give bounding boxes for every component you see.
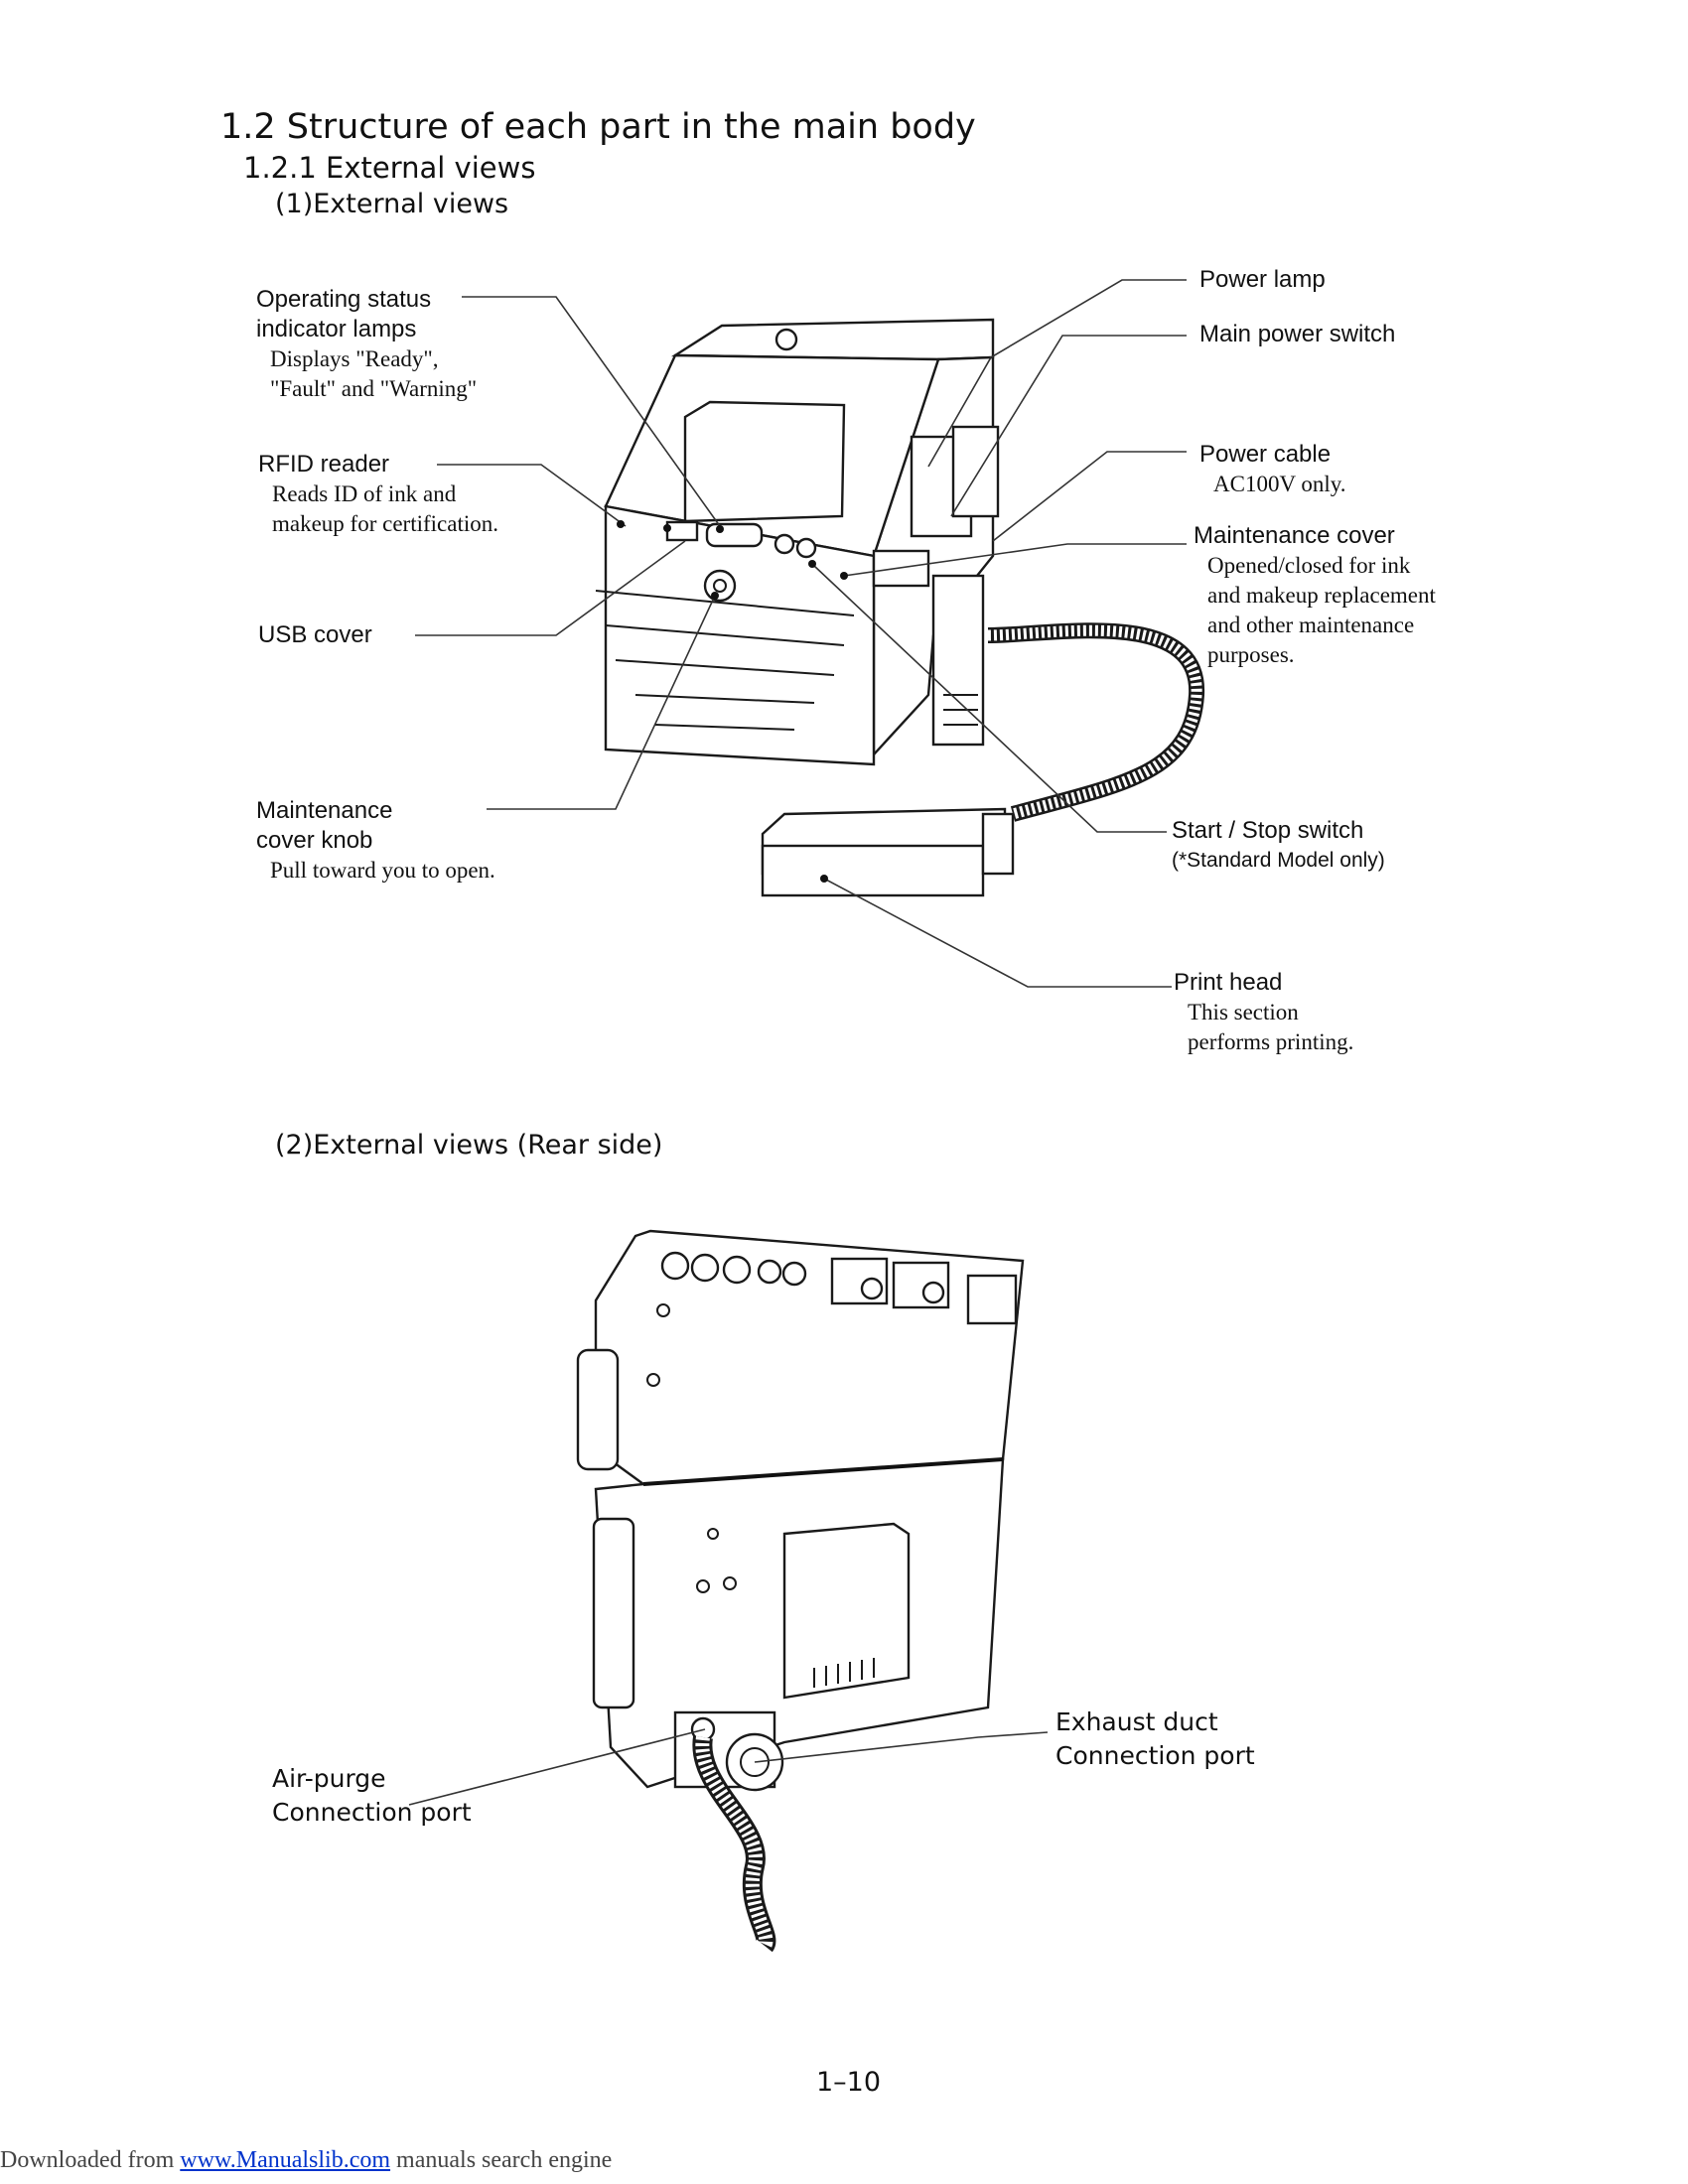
label-print-head: Print head This section performs printin… xyxy=(1174,968,1353,1057)
label-main-power-switch: Main power switch xyxy=(1199,320,1395,349)
label-air-purge-line-1: Air-purge xyxy=(272,1764,386,1793)
footer-suffix: manuals search engine xyxy=(390,2147,613,2173)
label-operating-status-desc-2: "Fault" and "Warning" xyxy=(270,376,478,401)
label-rfid-reader: RFID reader Reads ID of ink and makeup f… xyxy=(258,450,498,539)
printer-rear-drawing xyxy=(576,1229,1025,1953)
label-operating-status-title-2: indicator lamps xyxy=(256,316,417,342)
page-number: 1–10 xyxy=(816,2067,882,2098)
label-power-cable-desc: AC100V only. xyxy=(1213,472,1346,496)
label-start-stop-switch: Start / Stop switch (*Standard Model onl… xyxy=(1172,816,1385,876)
label-power-lamp-title: Power lamp xyxy=(1199,266,1326,293)
label-rfid-desc-1: Reads ID of ink and xyxy=(272,481,457,506)
label-maintenance-cover: Maintenance cover Opened/closed for ink … xyxy=(1194,521,1436,670)
label-usb-cover: USB cover xyxy=(258,620,372,650)
label-start-stop-desc: (*Standard Model only) xyxy=(1172,849,1385,872)
subsection-title: 1.2.1 External views xyxy=(243,151,536,185)
section-title: 1.2 Structure of each part in the main b… xyxy=(220,107,976,147)
footer-prefix: Downloaded from xyxy=(0,2147,181,2173)
label-print-head-title: Print head xyxy=(1174,969,1283,996)
label-maint-cover-desc-1: Opened/closed for ink xyxy=(1207,553,1411,578)
front-leader-lines xyxy=(415,279,1187,988)
label-rfid-desc-2: makeup for certification. xyxy=(272,511,498,536)
label-exhaust-line-1: Exhaust duct xyxy=(1055,1707,1218,1736)
label-maint-knob-title-1: Maintenance xyxy=(256,797,393,824)
label-exhaust-duct-port: Exhaust duct Connection port xyxy=(1055,1706,1255,1773)
label-maint-knob-desc: Pull toward you to open. xyxy=(270,858,495,883)
label-start-stop-title: Start / Stop switch xyxy=(1172,817,1364,844)
label-air-purge-line-2: Connection port xyxy=(272,1798,472,1827)
rear-leader-lines xyxy=(408,1728,1049,1806)
label-print-head-desc-1: This section xyxy=(1188,1000,1299,1024)
label-maint-cover-desc-4: purposes. xyxy=(1207,642,1295,667)
label-operating-status: Operating status indicator lamps Display… xyxy=(256,285,477,404)
label-main-power-title: Main power switch xyxy=(1199,321,1396,347)
label-maint-cover-desc-2: and makeup replacement xyxy=(1207,583,1436,608)
label-maintenance-knob: Maintenance cover knob Pull toward you t… xyxy=(256,796,495,886)
label-power-cable-title: Power cable xyxy=(1199,441,1332,468)
manualslib-link[interactable]: www.Manualslib.com xyxy=(180,2147,391,2173)
label-rfid-title: RFID reader xyxy=(258,451,390,478)
printer-front-drawing xyxy=(595,318,1205,897)
label-air-purge-port: Air-purge Connection port xyxy=(272,1762,472,1830)
label-operating-status-desc-1: Displays "Ready", xyxy=(270,346,439,371)
label-usb-title: USB cover xyxy=(258,621,372,648)
label-exhaust-line-2: Connection port xyxy=(1055,1741,1255,1770)
label-operating-status-title-1: Operating status xyxy=(256,286,432,313)
front-view-caption: (1)External views xyxy=(275,189,509,219)
label-maint-cover-desc-3: and other maintenance xyxy=(1207,613,1415,637)
rear-view-caption: (2)External views (Rear side) xyxy=(275,1130,663,1160)
label-maint-cover-title: Maintenance cover xyxy=(1194,522,1395,549)
download-footer: Downloaded from www.Manualslib.com manua… xyxy=(0,2147,612,2174)
label-power-lamp: Power lamp xyxy=(1199,265,1326,295)
label-power-cable: Power cable AC100V only. xyxy=(1199,440,1346,499)
label-print-head-desc-2: performs printing. xyxy=(1188,1029,1354,1054)
label-maint-knob-title-2: cover knob xyxy=(256,827,373,854)
